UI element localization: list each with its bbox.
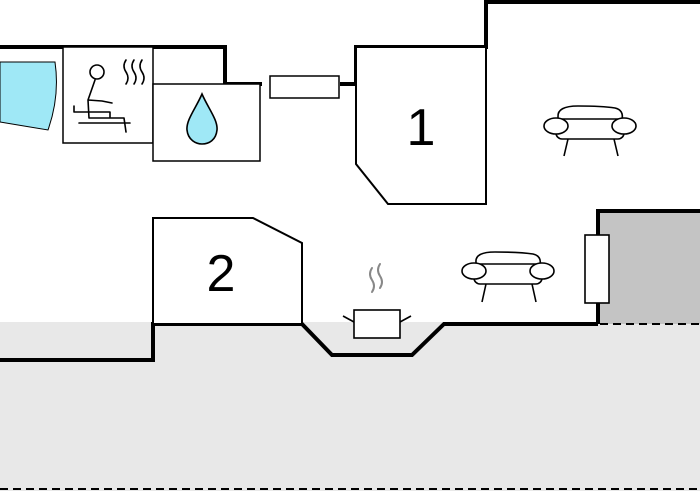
terrace-area-upper <box>0 324 700 491</box>
cooking-pot-icon <box>342 263 412 339</box>
water-drop-icon <box>186 91 218 145</box>
sofa-icon <box>543 105 637 157</box>
radiator-icon <box>584 234 610 304</box>
outer-wall-bottom <box>0 322 598 362</box>
room-label: 1 <box>407 99 436 157</box>
sauna-room <box>62 46 154 144</box>
room-2 <box>152 217 303 325</box>
shower-icon <box>0 61 57 131</box>
garage-area <box>598 211 700 324</box>
window <box>269 75 340 99</box>
sauna-icon <box>73 59 145 133</box>
room-1 <box>355 46 487 205</box>
sofa-icon <box>461 251 555 303</box>
room-label: 2 <box>207 245 236 303</box>
